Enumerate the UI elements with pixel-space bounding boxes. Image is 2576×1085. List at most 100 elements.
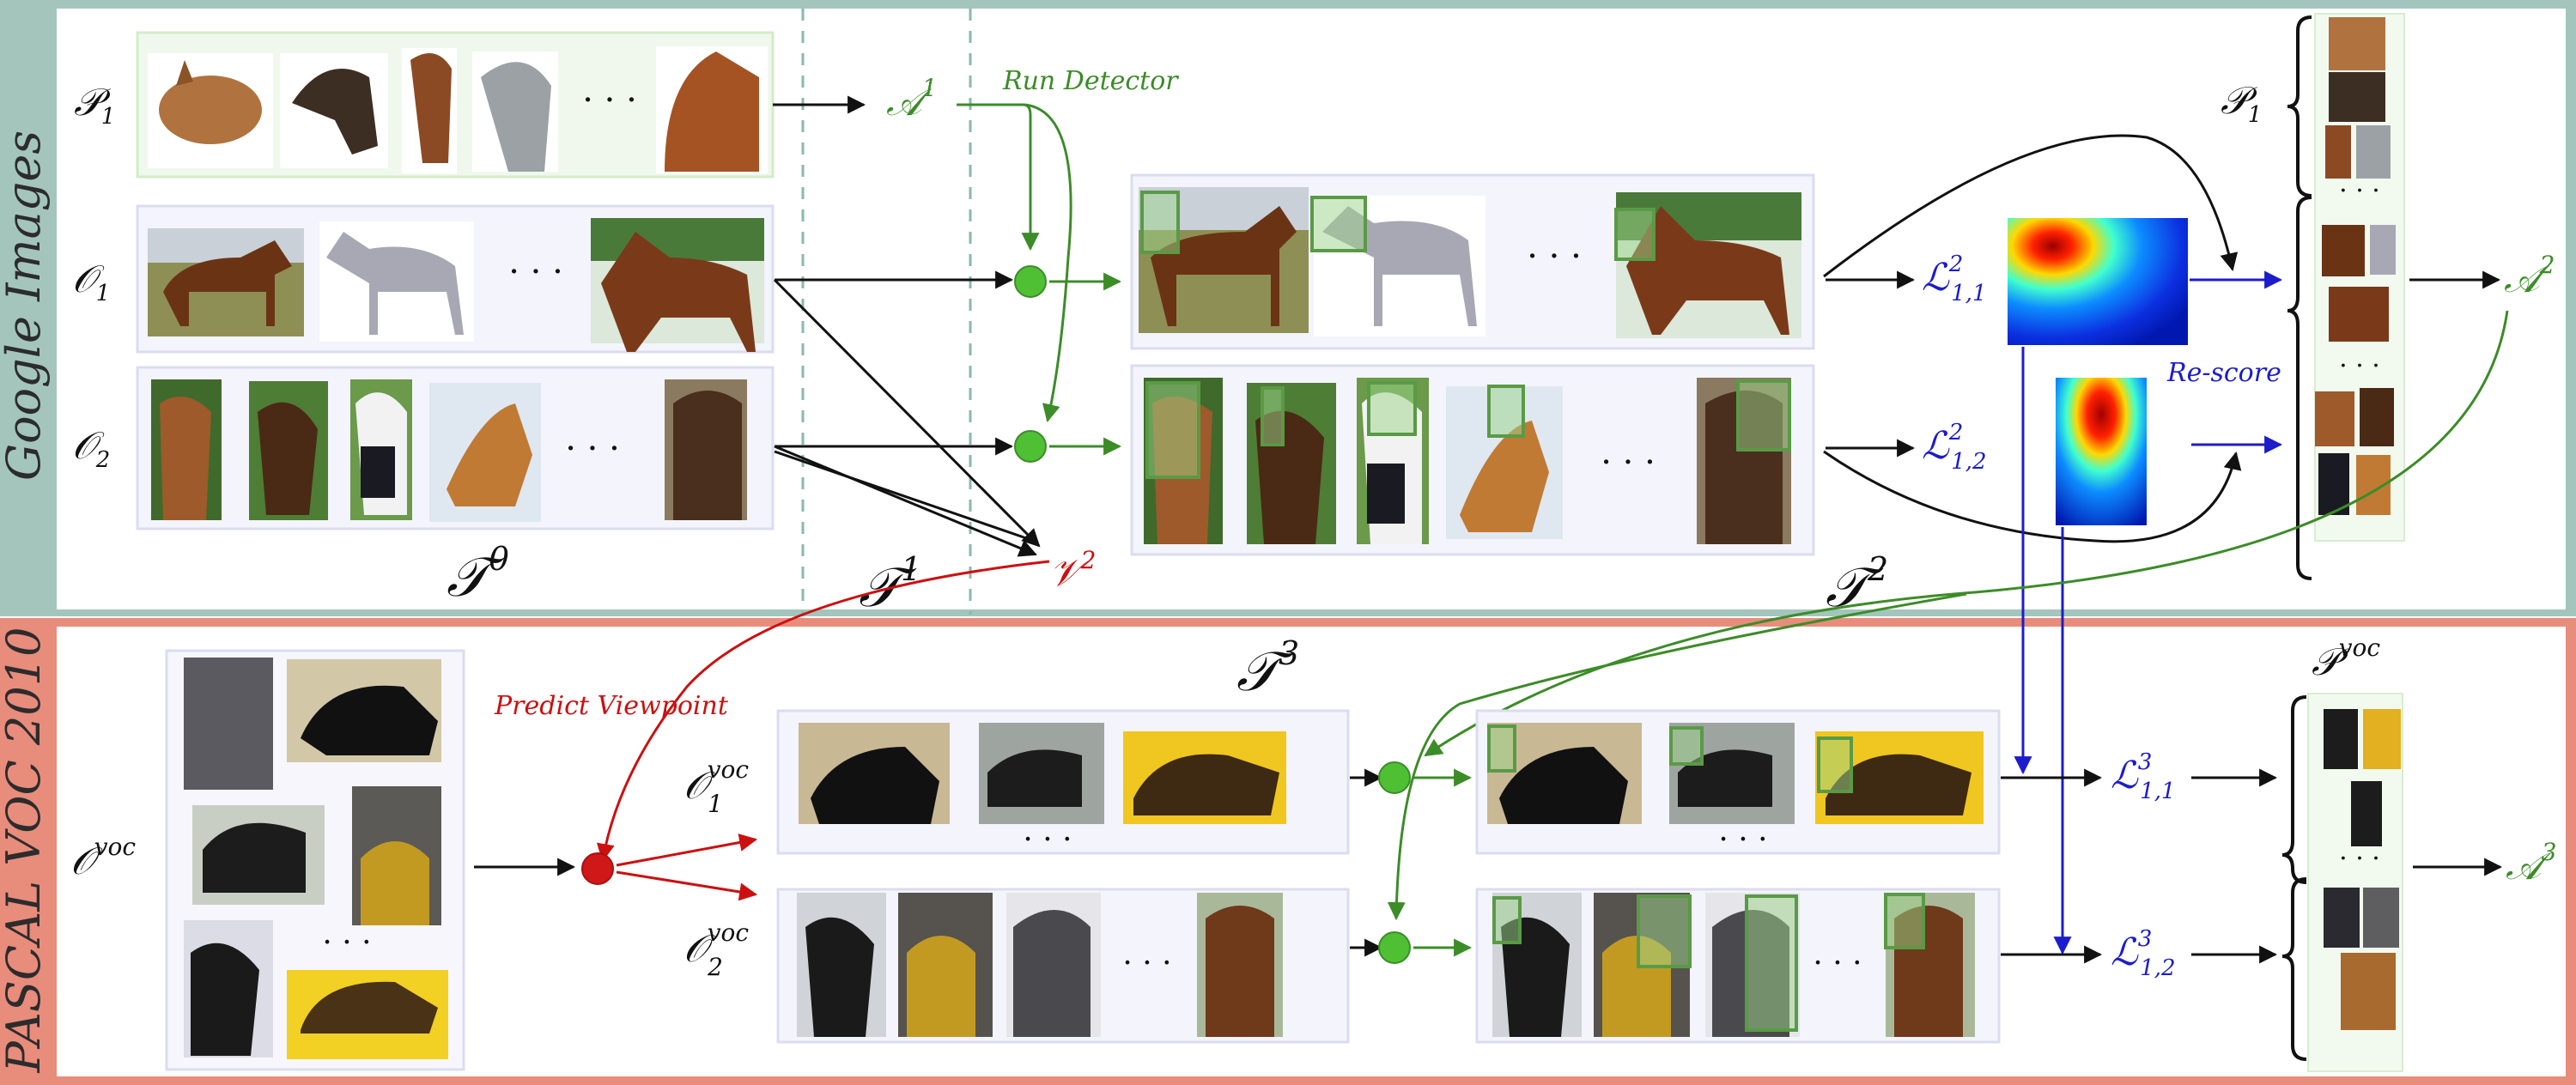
horse-photo-icon bbox=[2318, 453, 2349, 515]
ellipsis: · · · bbox=[565, 429, 620, 469]
arrow-icon bbox=[1823, 134, 2239, 278]
horse-photo-icon bbox=[429, 383, 541, 522]
ellipsis: · · · bbox=[1718, 822, 1767, 858]
horse-photo-icon bbox=[1013, 910, 1091, 1037]
arrow-icon bbox=[596, 560, 1050, 863]
horse-photo-icon bbox=[1133, 754, 1279, 815]
arrow-icon bbox=[616, 833, 758, 867]
arrow-icon bbox=[774, 445, 1037, 557]
horse-photo-icon bbox=[591, 218, 764, 352]
ellipsis: · · · bbox=[1122, 946, 1171, 981]
horse-photo-icon bbox=[2325, 125, 2351, 179]
horse-photo-icon bbox=[2360, 388, 2394, 446]
node-dot-icon bbox=[1014, 430, 1047, 463]
detection-box bbox=[1492, 896, 1522, 944]
voc-panel-title: PASCAL VOC 2010 bbox=[0, 627, 51, 1074]
horse-photo-icon bbox=[1697, 378, 1791, 544]
horse-photo-icon bbox=[1499, 747, 1628, 824]
heatmap-icon bbox=[2056, 378, 2147, 525]
horse-photo-icon bbox=[2324, 888, 2360, 948]
arrow-icon bbox=[957, 103, 1040, 252]
detection-box bbox=[1637, 894, 1692, 968]
horse-photo-icon bbox=[148, 53, 273, 168]
ellipsis: · · · bbox=[2339, 176, 2380, 206]
arrow-icon bbox=[616, 870, 758, 901]
arrow-icon bbox=[1024, 103, 1072, 423]
horse-photo-icon bbox=[2322, 225, 2365, 276]
horse-photo-icon bbox=[2363, 709, 2401, 769]
curly-brace-icon bbox=[2287, 196, 2312, 580]
horse-photo-icon bbox=[1139, 187, 1309, 333]
horse-photo-icon bbox=[402, 48, 457, 173]
horse-photo-icon bbox=[2329, 287, 2389, 342]
horse-photo-icon bbox=[987, 749, 1082, 807]
horse-photo-icon bbox=[203, 822, 306, 893]
curly-brace-icon bbox=[2287, 15, 2312, 197]
ellipsis: · · · bbox=[582, 81, 637, 120]
horse-photo-icon bbox=[907, 936, 975, 1037]
ellipsis: · · · bbox=[508, 252, 563, 292]
horse-photo-icon bbox=[2363, 888, 2399, 948]
curly-brace-icon bbox=[2281, 877, 2307, 1061]
run-detector-label: Run Detector bbox=[1002, 66, 1179, 96]
rescore-label: Re-score bbox=[2166, 358, 2281, 388]
horse-photo-icon bbox=[1357, 378, 1429, 544]
horse-photo-icon bbox=[148, 228, 304, 336]
ellipsis: · · · bbox=[322, 925, 371, 961]
horse-photo-icon bbox=[1501, 917, 1570, 1037]
horse-photo-icon bbox=[2351, 781, 2382, 846]
horse-photo-icon bbox=[2341, 953, 2396, 1030]
horse-photo-icon bbox=[2370, 225, 2396, 275]
ellipsis: · · · bbox=[1813, 946, 1862, 981]
horse-photo-icon bbox=[665, 379, 747, 520]
horse-photo-icon bbox=[1446, 385, 1563, 539]
curly-brace-icon bbox=[2281, 695, 2307, 884]
horse-photo-icon bbox=[1614, 192, 1801, 338]
horse-photo-icon bbox=[301, 981, 438, 1033]
horse-photo-icon bbox=[1206, 906, 1274, 1037]
horse-photo-icon bbox=[2315, 391, 2354, 446]
horse-photo-icon bbox=[191, 943, 259, 1056]
horse-photo-icon bbox=[2324, 709, 2358, 769]
detection-box bbox=[1817, 736, 1853, 793]
ellipsis: · · · bbox=[2339, 844, 2380, 874]
arrow-icon bbox=[1387, 592, 1967, 921]
ellipsis: · · · bbox=[1601, 443, 1656, 482]
horse-photo-icon bbox=[811, 747, 939, 824]
horse-photo-icon bbox=[301, 685, 438, 755]
node-dot-icon bbox=[1378, 761, 1411, 794]
horse-photo-icon bbox=[184, 658, 273, 790]
horse-photo-icon bbox=[1310, 196, 1485, 336]
detection-box bbox=[1745, 894, 1798, 1032]
horse-photo-icon bbox=[2356, 125, 2391, 179]
horse-photo-icon bbox=[319, 221, 474, 342]
horse-photo-icon bbox=[1247, 383, 1336, 544]
horse-photo-icon bbox=[350, 379, 412, 520]
horse-photo-icon bbox=[1144, 378, 1223, 544]
arrow-icon bbox=[774, 450, 1035, 542]
horse-photo-icon bbox=[1826, 754, 1971, 815]
horse-photo-icon bbox=[472, 52, 558, 172]
horse-photo-icon bbox=[151, 379, 222, 520]
horse-photo-icon bbox=[280, 53, 388, 168]
node-dot-icon bbox=[1014, 265, 1047, 298]
detection-box bbox=[1487, 724, 1516, 773]
ellipsis: · · · bbox=[1023, 822, 1072, 858]
ellipsis: · · · bbox=[2339, 351, 2380, 381]
node-dot-icon bbox=[581, 852, 614, 885]
v2-label: 𝒱2 bbox=[1049, 546, 1096, 595]
heatmap-icon bbox=[2008, 218, 2188, 345]
horse-photo-icon bbox=[2329, 17, 2385, 70]
arrow-icon bbox=[1823, 450, 2242, 543]
horse-photo-icon bbox=[249, 381, 328, 520]
horse-photo-icon bbox=[656, 46, 768, 173]
horse-photo-icon bbox=[361, 841, 429, 925]
o-voc-label: 𝒪voc bbox=[70, 833, 136, 883]
node-dot-icon bbox=[1378, 931, 1411, 964]
